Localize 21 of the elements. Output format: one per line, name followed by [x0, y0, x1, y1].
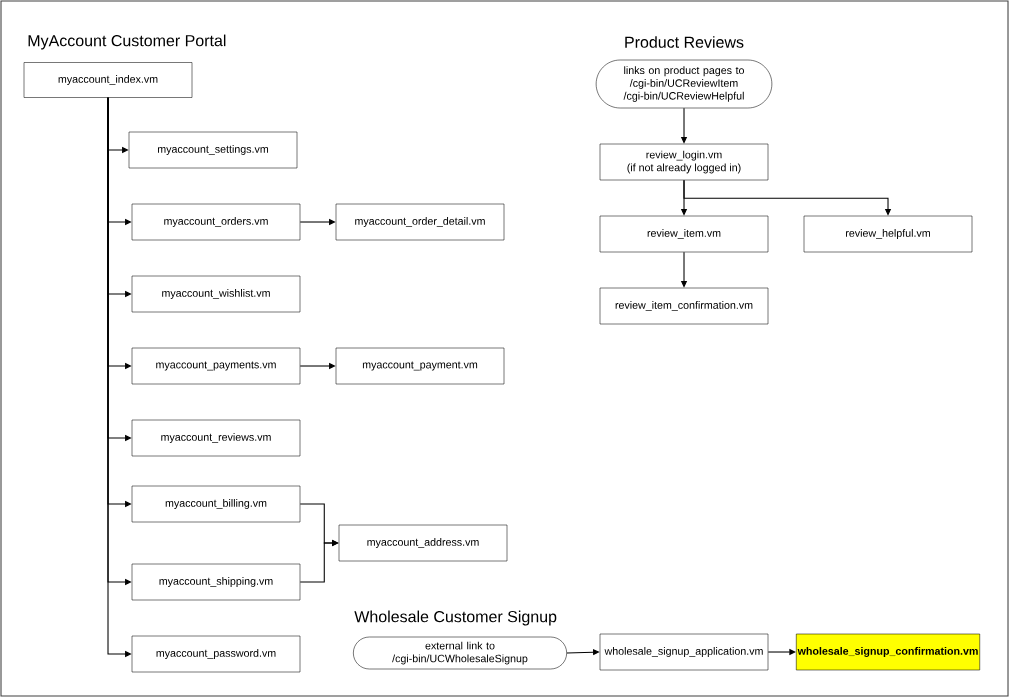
page-box: myaccount_billing.vm [131, 485, 301, 523]
page-box: review_login.vm (if not already logged in) [599, 143, 769, 181]
link-terminal: links on product pages to /cgi-bin/UCReviewItem /cgi-bin/UCReviewHelpful [595, 59, 773, 109]
page-box: myaccount_payment.vm [335, 347, 505, 385]
page-box: myaccount_password.vm [131, 635, 301, 673]
page-box: review_item.vm [599, 215, 769, 253]
page-box: myaccount_orders.vm [131, 203, 301, 241]
highlighted-page-box: wholesale_signup_confirmation.vm [796, 633, 980, 671]
page-box: myaccount_order_detail.vm [335, 203, 505, 241]
page-box: myaccount_wishlist.vm [131, 275, 301, 313]
section-heading: Wholesale Customer Signup [354, 610, 557, 626]
page-box: review_item_confirmation.vm [599, 287, 769, 325]
page-box: myaccount_settings.vm [128, 131, 298, 169]
link-terminal: external link to /cgi-bin/UCWholesaleSignup [353, 636, 567, 670]
page-box: myaccount_reviews.vm [131, 419, 301, 457]
page-box: wholesale_signup_application.vm [599, 633, 769, 671]
page-box: myaccount_shipping.vm [131, 563, 301, 601]
page-box: myaccount_payments.vm [131, 347, 301, 385]
page-box: myaccount_index.vm [23, 62, 193, 98]
page-box: myaccount_address.vm [338, 524, 508, 562]
page-box: review_helpful.vm [803, 215, 973, 253]
